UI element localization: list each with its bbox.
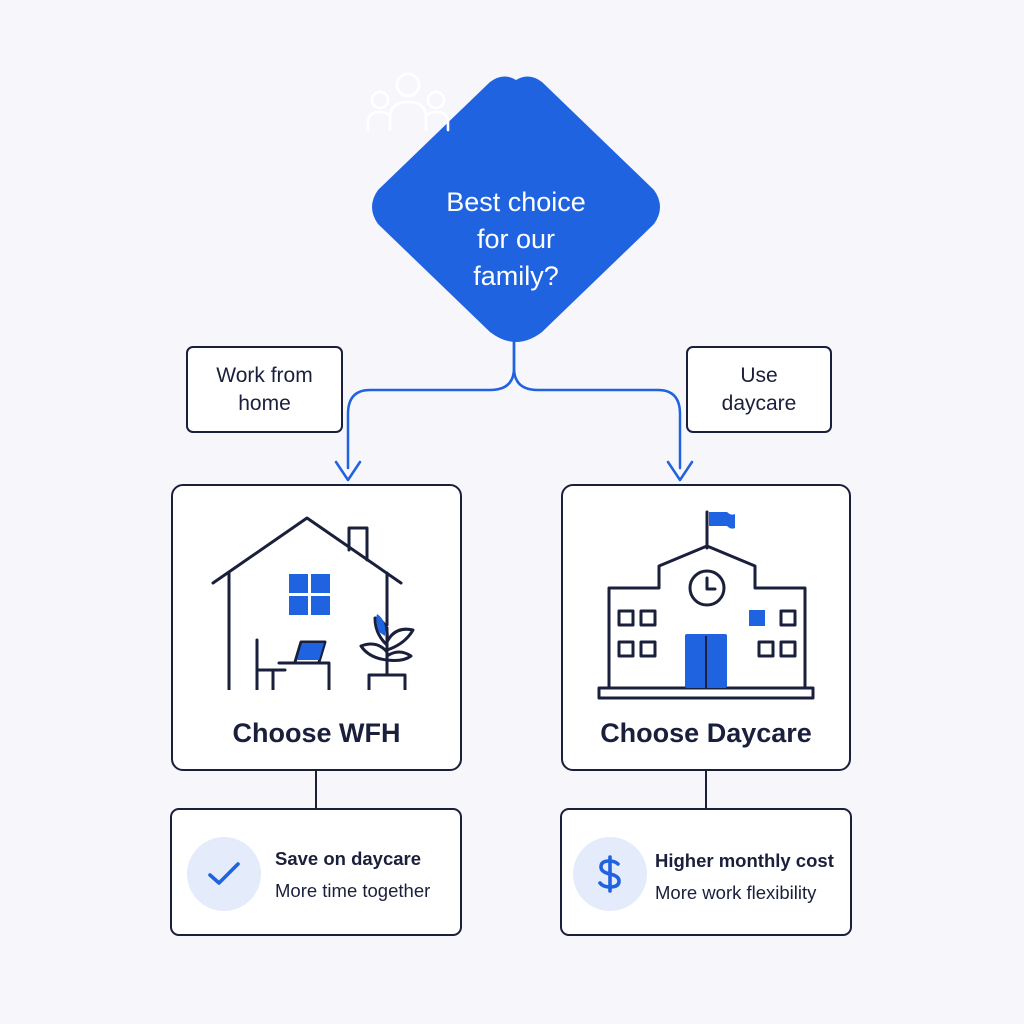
option-card-daycare[interactable]: Choose Daycare — [561, 484, 851, 771]
branch-label-daycare: Use daycare — [686, 346, 832, 433]
dollar-icon — [598, 855, 621, 893]
decision-diamond: Best choice for our family? — [366, 72, 666, 342]
outcome-detail-wfh: More time together — [275, 880, 431, 901]
school-building-icon — [597, 510, 815, 700]
arrowhead-right — [666, 460, 694, 482]
connector-left — [346, 340, 516, 470]
outcome-detail-daycare: More work flexibility — [655, 882, 817, 903]
family-icon — [366, 72, 450, 132]
outcome-box-daycare: Higher monthly cost More work flexibilit… — [560, 808, 852, 936]
dollar-icon-badge — [573, 837, 647, 911]
option-title-wfh: Choose WFH — [232, 718, 401, 748]
connector-right — [512, 340, 682, 470]
outcome-headline-wfh: Save on daycare — [275, 848, 422, 869]
branch-label-wfh: Work from home — [186, 346, 343, 433]
outcome-box-wfh: Save on daycare More time together — [170, 808, 462, 936]
diamond-shape — [372, 76, 660, 342]
decision-question: Best choice for our family? — [446, 187, 586, 291]
house-with-desk-icon — [211, 516, 415, 690]
option-title-daycare: Choose Daycare — [600, 718, 812, 748]
checkmark-icon — [208, 862, 240, 885]
arrowhead-left — [334, 460, 362, 482]
outcome-headline-daycare: Higher monthly cost — [655, 850, 834, 871]
checkmark-icon-badge — [187, 837, 261, 911]
option-card-wfh[interactable]: Choose WFH — [171, 484, 462, 771]
